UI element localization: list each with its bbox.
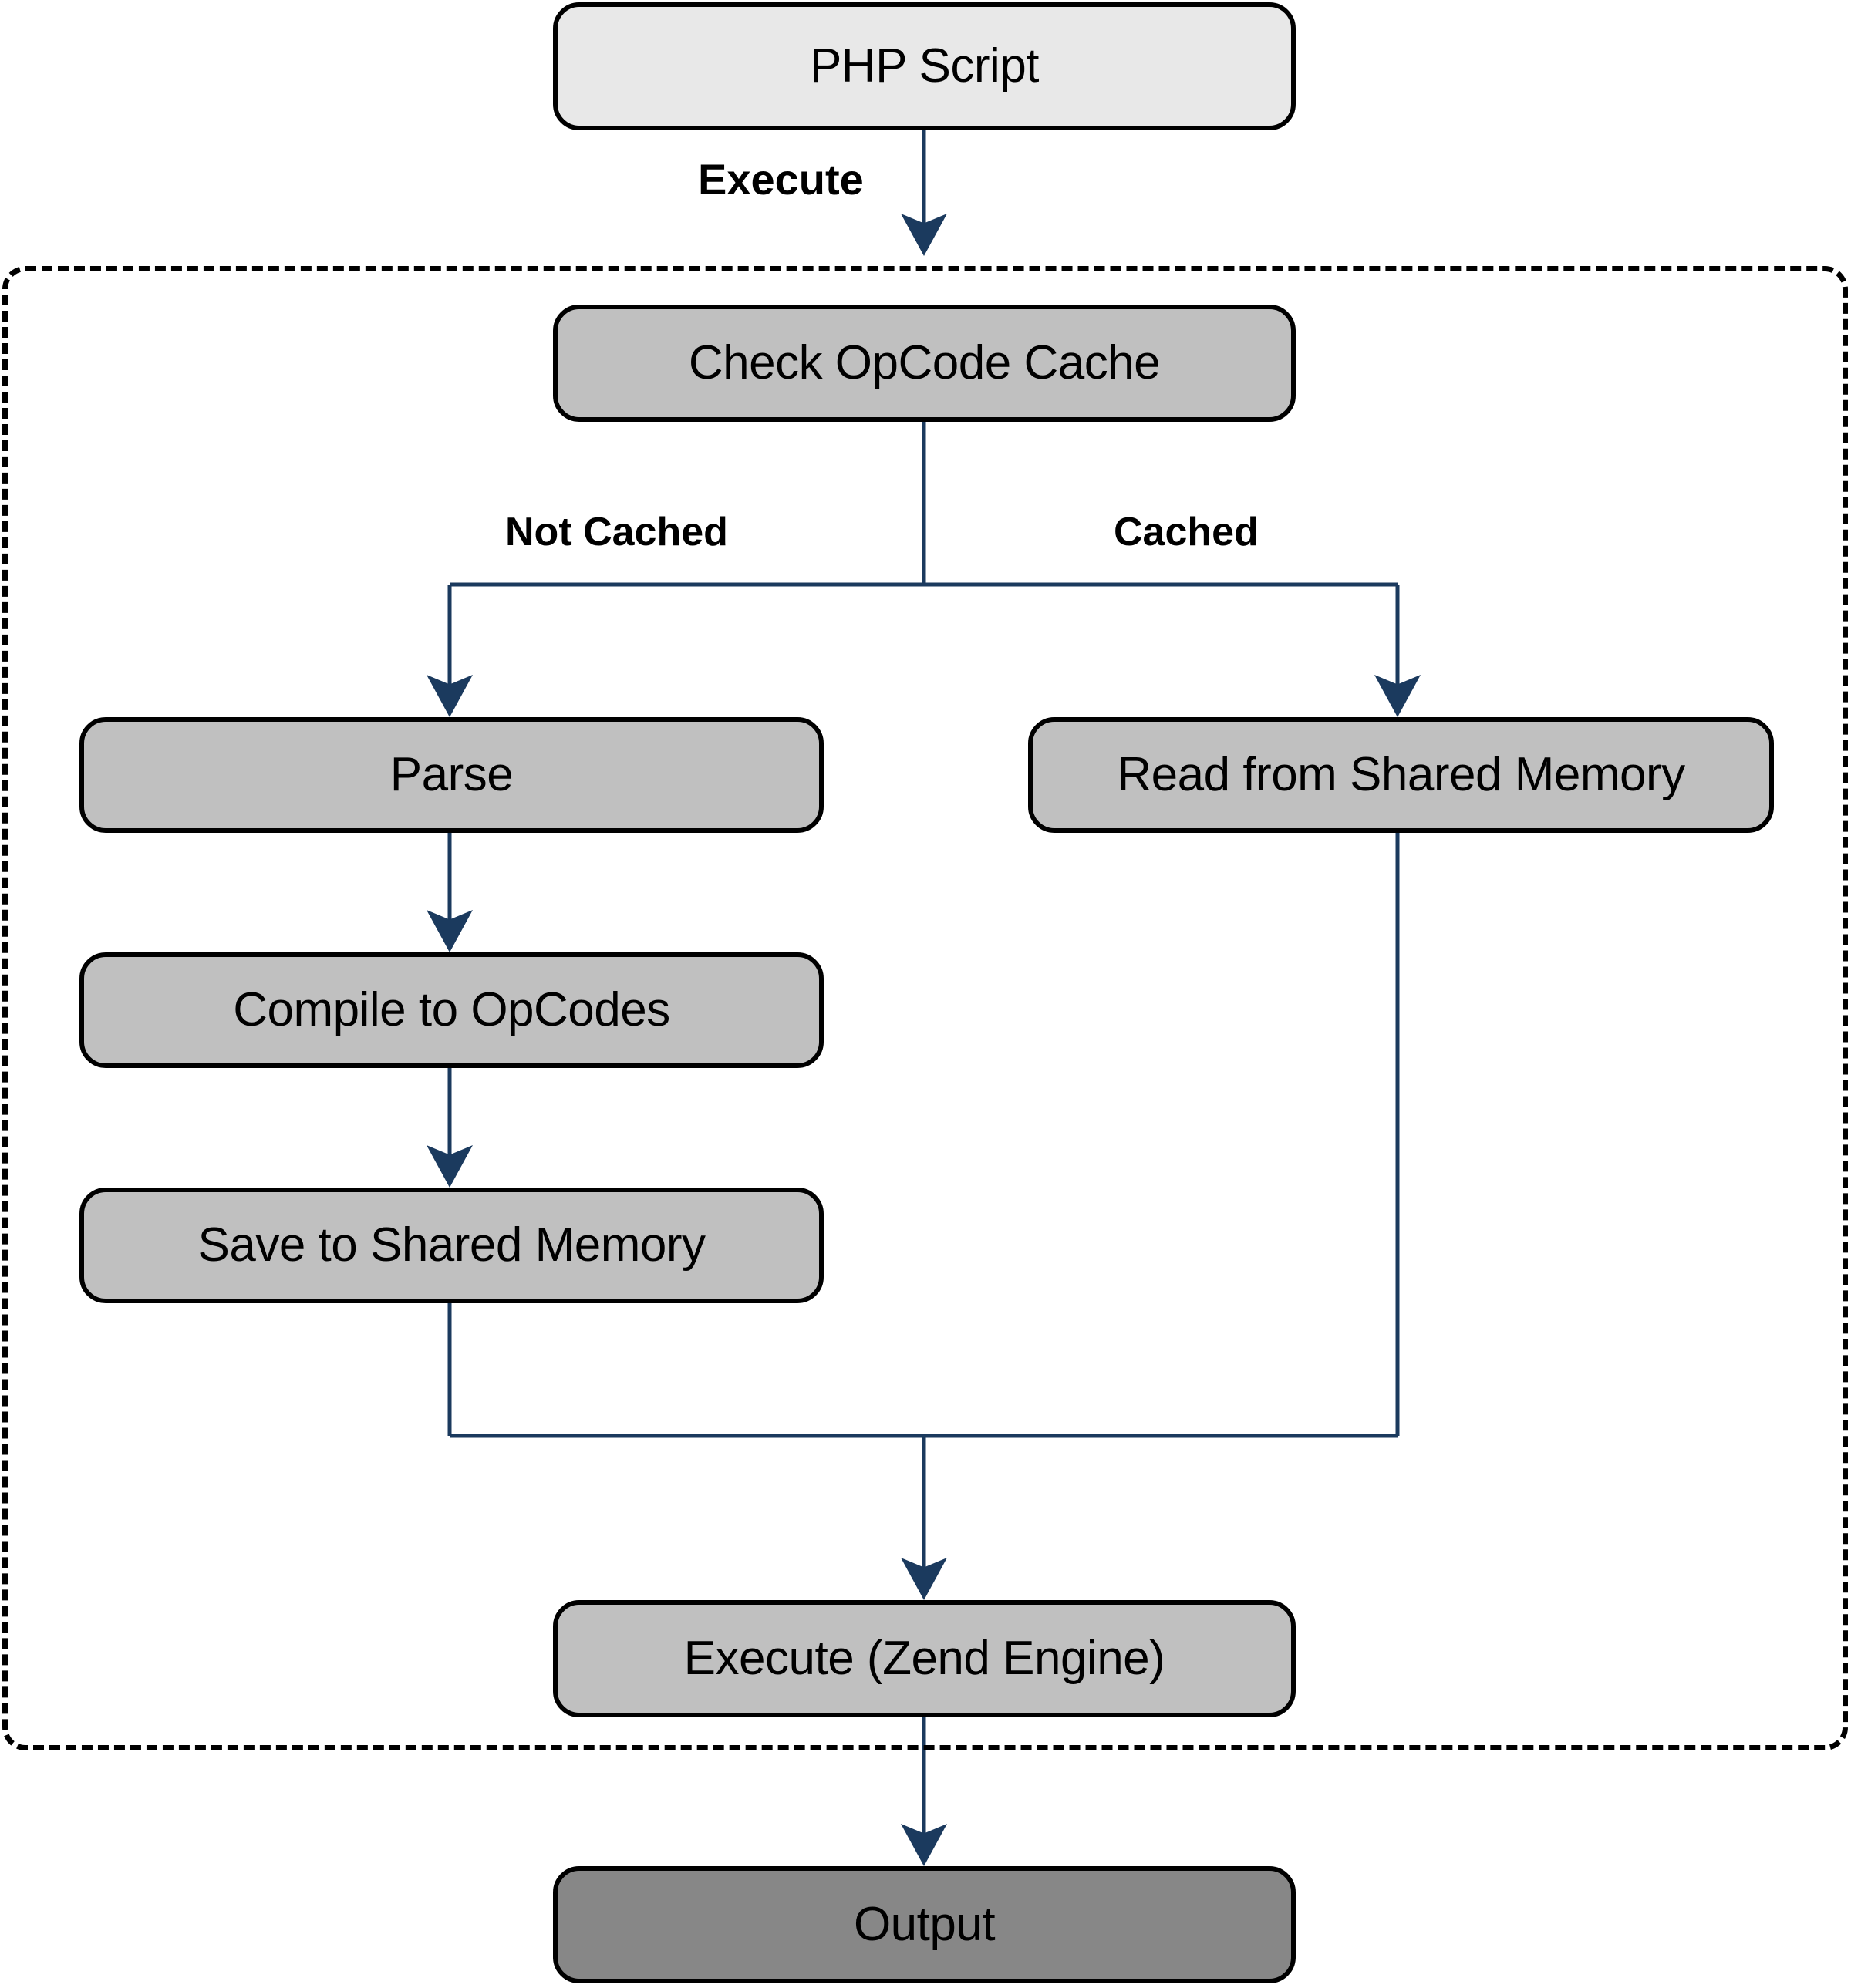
node-parse-label: Parse <box>389 748 514 802</box>
node-save-shared-memory[interactable]: Save to Shared Memory <box>79 1188 824 1303</box>
node-execute-zend-label: Execute (Zend Engine) <box>683 1632 1165 1686</box>
node-output-label: Output <box>853 1898 996 1952</box>
node-check-opcode-cache-label: Check OpCode Cache <box>688 336 1161 390</box>
node-read-shared-memory[interactable]: Read from Shared Memory <box>1028 717 1774 833</box>
node-save-shared-memory-label: Save to Shared Memory <box>197 1218 706 1272</box>
edge-label-not-cached: Not Cached <box>505 510 728 554</box>
edge-label-execute: Execute <box>698 155 864 204</box>
node-execute-zend[interactable]: Execute (Zend Engine) <box>553 1600 1296 1717</box>
opcache-region-boundary <box>2 266 1848 1750</box>
edge-label-cached: Cached <box>1114 510 1259 554</box>
node-php-script-label: PHP Script <box>809 39 1040 93</box>
edge-merge-to-execute-zend <box>447 833 1400 1600</box>
node-php-script[interactable]: PHP Script <box>553 2 1296 130</box>
node-check-opcode-cache[interactable]: Check OpCode Cache <box>553 305 1296 422</box>
edge-check-opcode-cache-split <box>427 422 1421 717</box>
node-output[interactable]: Output <box>553 1866 1296 1983</box>
node-compile-opcodes-label: Compile to OpCodes <box>233 983 670 1037</box>
node-compile-opcodes[interactable]: Compile to OpCodes <box>79 952 824 1068</box>
node-read-shared-memory-label: Read from Shared Memory <box>1117 748 1685 802</box>
node-parse[interactable]: Parse <box>79 717 824 833</box>
